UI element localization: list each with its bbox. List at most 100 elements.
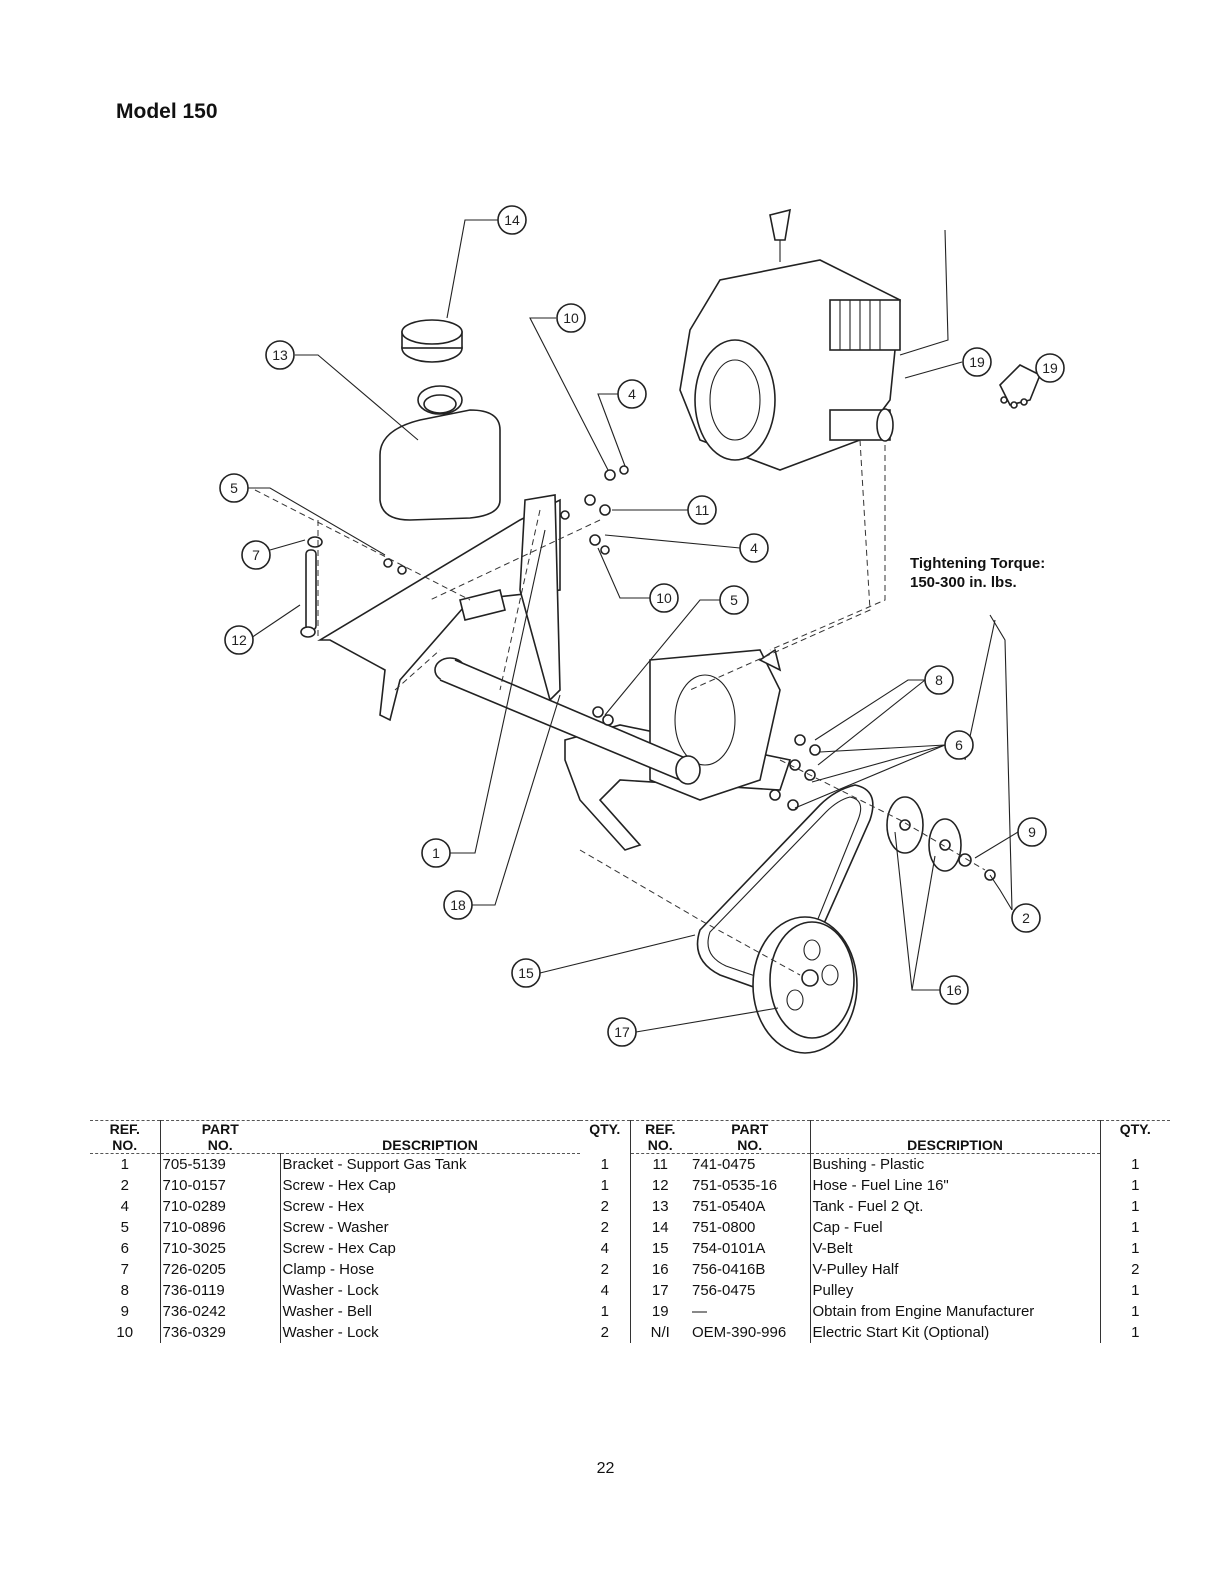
header-description-right: DESCRIPTION bbox=[810, 1137, 1100, 1154]
svg-text:4: 4 bbox=[750, 540, 758, 556]
part-description: Screw - Hex Cap bbox=[279, 1238, 580, 1259]
svg-text:7: 7 bbox=[252, 547, 260, 563]
ref-number: 7 bbox=[90, 1259, 161, 1280]
part-number: 756-0475 bbox=[690, 1280, 811, 1301]
callout-15: 15 bbox=[511, 958, 541, 988]
leader-lines bbox=[247, 219, 1019, 1033]
part-number: 751-0800 bbox=[690, 1217, 811, 1238]
engine-drawing bbox=[679, 208, 949, 471]
quantity: 1 bbox=[1099, 1322, 1170, 1343]
callout-16: 16 bbox=[939, 975, 969, 1005]
callout-13: 13 bbox=[265, 340, 295, 370]
part-number: 736-0242 bbox=[162, 1303, 226, 1320]
quantity: 1 bbox=[1099, 1301, 1170, 1322]
svg-text:6: 6 bbox=[955, 737, 963, 753]
quantity: 2 bbox=[1099, 1259, 1170, 1280]
ref-number: 1 bbox=[90, 1153, 161, 1175]
torque-note-line-2: 150-300 in. lbs. bbox=[910, 574, 1017, 591]
callout-4-lower: 4 bbox=[739, 533, 769, 563]
svg-text:2: 2 bbox=[1022, 910, 1030, 926]
part-description: Screw - Washer bbox=[279, 1217, 580, 1238]
ref-number: 12 bbox=[651, 1177, 669, 1194]
svg-text:14: 14 bbox=[504, 212, 520, 228]
svg-text:19: 19 bbox=[1042, 360, 1058, 376]
callout-19-engine: 19 bbox=[962, 347, 992, 377]
svg-text:18: 18 bbox=[450, 897, 466, 913]
quantity: 1 bbox=[580, 1175, 631, 1196]
table-header-row-1: REF. PART QTY. REF. PART QTY. bbox=[90, 1120, 1170, 1154]
ref-number: 4 bbox=[90, 1196, 161, 1217]
exploded-parts-diagram: 14 10 4 13 19 19 5 11 4 7 10 5 12 8 6 9 … bbox=[219, 205, 1065, 1054]
part-number: 736-0329 bbox=[162, 1324, 226, 1341]
header-qty-left: QTY. bbox=[580, 1120, 631, 1154]
svg-text:9: 9 bbox=[1028, 824, 1036, 840]
header-part-right: PART bbox=[690, 1120, 811, 1137]
ref-number: 16 bbox=[651, 1261, 669, 1278]
fuel-hose-drawing bbox=[300, 536, 323, 638]
part-description: V-Pulley Half bbox=[812, 1261, 899, 1278]
callout-5-lower: 5 bbox=[719, 585, 749, 615]
callout-6: 6 bbox=[944, 730, 974, 760]
part-description: V-Belt bbox=[812, 1240, 853, 1257]
part-description: Bracket - Support Gas Tank bbox=[279, 1153, 580, 1175]
table-header-row-2: NO. NO. DESCRIPTION NO. NO. DESCRIPTION bbox=[90, 1137, 1170, 1154]
quantity: 2 bbox=[580, 1196, 631, 1217]
large-pulley-drawing bbox=[752, 916, 858, 1054]
callout-9: 9 bbox=[1017, 817, 1047, 847]
quantity: 1 bbox=[580, 1301, 631, 1322]
quantity: 1 bbox=[1099, 1217, 1170, 1238]
part-number: 710-0157 bbox=[162, 1177, 226, 1194]
part-number: 741-0475 bbox=[690, 1153, 811, 1175]
svg-text:17: 17 bbox=[614, 1024, 630, 1040]
assembly-dashed-lines bbox=[254, 439, 986, 976]
svg-text:8: 8 bbox=[935, 672, 943, 688]
svg-text:16: 16 bbox=[946, 982, 962, 998]
part-number: 751-0540A bbox=[690, 1196, 811, 1217]
part-number: 710-0289 bbox=[162, 1198, 226, 1215]
svg-text:5: 5 bbox=[730, 592, 738, 608]
svg-text:12: 12 bbox=[231, 632, 247, 648]
ref-number: 10 bbox=[90, 1322, 161, 1343]
quantity: 1 bbox=[580, 1153, 631, 1175]
header-ref-right-2: NO. bbox=[630, 1137, 690, 1154]
part-number: OEM-390-996 bbox=[690, 1322, 811, 1343]
ref-number: 11 bbox=[652, 1156, 669, 1173]
quantity: 2 bbox=[580, 1217, 631, 1238]
callout-14: 14 bbox=[497, 205, 527, 235]
svg-text:1: 1 bbox=[432, 845, 440, 861]
header-description-left: DESCRIPTION bbox=[280, 1137, 580, 1154]
support-bracket-drawing bbox=[317, 494, 792, 851]
svg-text:5: 5 bbox=[230, 480, 238, 496]
callout-10: 10 bbox=[556, 303, 586, 333]
page-number: 22 bbox=[596, 1460, 615, 1477]
header-ref-left: REF. bbox=[90, 1120, 161, 1137]
header-part-left: PART bbox=[160, 1120, 280, 1137]
svg-text:4: 4 bbox=[628, 386, 636, 402]
ref-number: 13 bbox=[651, 1198, 669, 1215]
quantity: 1 bbox=[1099, 1153, 1170, 1175]
part-number: 710-3025 bbox=[162, 1240, 226, 1257]
fuel-cap-drawing bbox=[401, 319, 463, 363]
callout-2: 2 bbox=[1011, 903, 1041, 933]
callout-5: 5 bbox=[219, 473, 249, 503]
part-description: Screw - Hex Cap bbox=[279, 1175, 580, 1196]
part-number: — bbox=[690, 1301, 811, 1322]
ref-number: 17 bbox=[651, 1282, 669, 1299]
parts-list-table: REF. PART QTY. REF. PART QTY. NO. NO. DE… bbox=[90, 1120, 1170, 1343]
callout-19-switch: 19 bbox=[1035, 353, 1065, 383]
part-description: Electric Start Kit (Optional) bbox=[812, 1324, 990, 1341]
part-number: 726-0205 bbox=[162, 1261, 226, 1278]
part-number: 756-0416B bbox=[690, 1259, 811, 1280]
part-description: Washer - Bell bbox=[279, 1301, 580, 1322]
callout-18: 18 bbox=[443, 890, 473, 920]
part-number: 751-0535-16 bbox=[690, 1175, 811, 1196]
ref-number: 6 bbox=[90, 1238, 161, 1259]
callout-8: 8 bbox=[924, 665, 954, 695]
svg-text:13: 13 bbox=[272, 347, 288, 363]
header-qty-right: QTY. bbox=[1099, 1120, 1170, 1154]
callout-1: 1 bbox=[421, 838, 451, 868]
